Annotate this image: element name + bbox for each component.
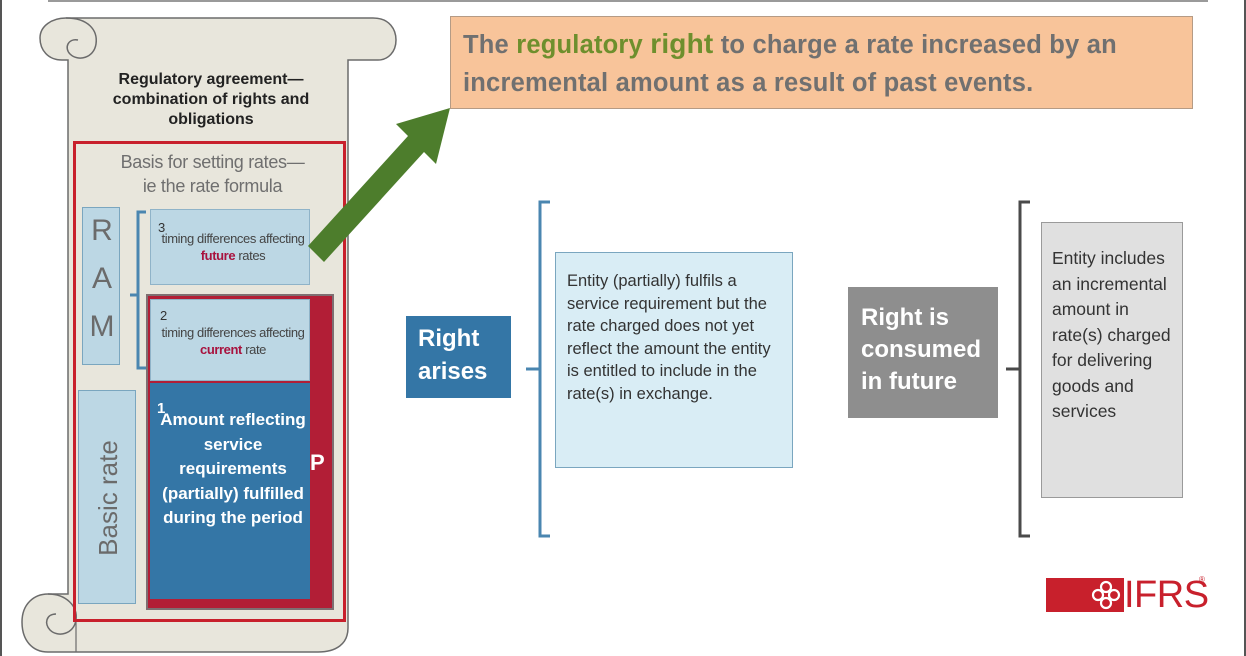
headline-regulatory: regulatory — [516, 31, 643, 59]
box2-number: 2 — [160, 308, 168, 323]
right-arises-box — [406, 316, 511, 398]
right-consumed-label: Right is consumed in future — [861, 304, 982, 395]
box3-text-pre: timing differences affecting — [161, 231, 305, 246]
basis-line1: Basis for setting rates— — [120, 152, 305, 172]
headline-pre: The — [463, 31, 517, 59]
rate-formula-label: Basis for setting rates— ie the rate for… — [90, 150, 335, 198]
box3-text: timing differences affecting future rate… — [159, 230, 307, 264]
top-rule — [48, 0, 1208, 2]
right-brace — [1006, 200, 1030, 538]
box3-number: 3 — [158, 220, 166, 235]
box3-text-post: rates — [235, 248, 266, 263]
headline-post: to charge a rate increased by an — [713, 31, 1117, 59]
basis-line2: ie the rate formula — [142, 176, 283, 196]
headline-right: right — [650, 28, 714, 59]
description-text: Entity (partially) fulfils a service req… — [567, 272, 771, 403]
basic-rate-tab: Basic rate — [78, 390, 136, 604]
ifrs-logo-text: IFRS — [1124, 574, 1209, 616]
box2-highlight: current — [199, 342, 242, 357]
service-requirements-box — [150, 383, 310, 599]
box2-text-pre: timing differences affecting — [161, 325, 305, 340]
scroll-title-line1: Regulatory agreement— — [118, 71, 304, 88]
ram-tab: R A M — [82, 207, 120, 365]
green-arrow — [308, 108, 450, 262]
scroll-title-line3: obligations — [168, 111, 254, 128]
ram-letter-r: R — [91, 214, 113, 247]
box3-highlight: future — [200, 248, 236, 263]
right-arises-label: Right arises — [418, 325, 488, 385]
timing-differences-future-box: 3 timing differences affecting future ra… — [150, 209, 310, 285]
scroll-title: Regulatory agreement— combination of rig… — [86, 70, 336, 130]
box2-text: timing differences affecting current rat… — [159, 324, 307, 358]
headline-line1: The regulatory right to charge a rate in… — [463, 25, 1188, 64]
entity-text: Entity includes an incremental amount in… — [1052, 248, 1171, 421]
ram-letter-a: A — [91, 262, 112, 295]
headline-box — [450, 16, 1193, 109]
logo-bar — [1046, 578, 1090, 612]
ram-letter-m: M — [89, 310, 115, 343]
basic-rate-label: Basic rate — [93, 440, 123, 556]
box1-number: 1 — [157, 400, 166, 417]
rate-formula-box — [73, 141, 346, 622]
ram-brace — [130, 210, 146, 370]
ifrs-logo-icon — [1088, 578, 1124, 612]
headline-line2: incremental amount as a result of past e… — [463, 69, 1034, 97]
headline-text: The regulatory right to charge a rate in… — [463, 25, 1188, 102]
box1-text: Amount reflecting service requirements (… — [160, 410, 306, 527]
box2-text-post: rate — [241, 342, 266, 357]
right-consumed-box — [848, 287, 998, 418]
entity-box — [1041, 222, 1183, 498]
scroll-title-line2: combination of rights and — [112, 91, 310, 108]
description-box — [555, 252, 793, 468]
logo-trademark: ® — [1199, 575, 1205, 584]
p-label: P — [310, 450, 325, 475]
timing-differences-current-box: 2 timing differences affecting current r… — [150, 299, 310, 381]
middle-brace — [526, 200, 550, 538]
